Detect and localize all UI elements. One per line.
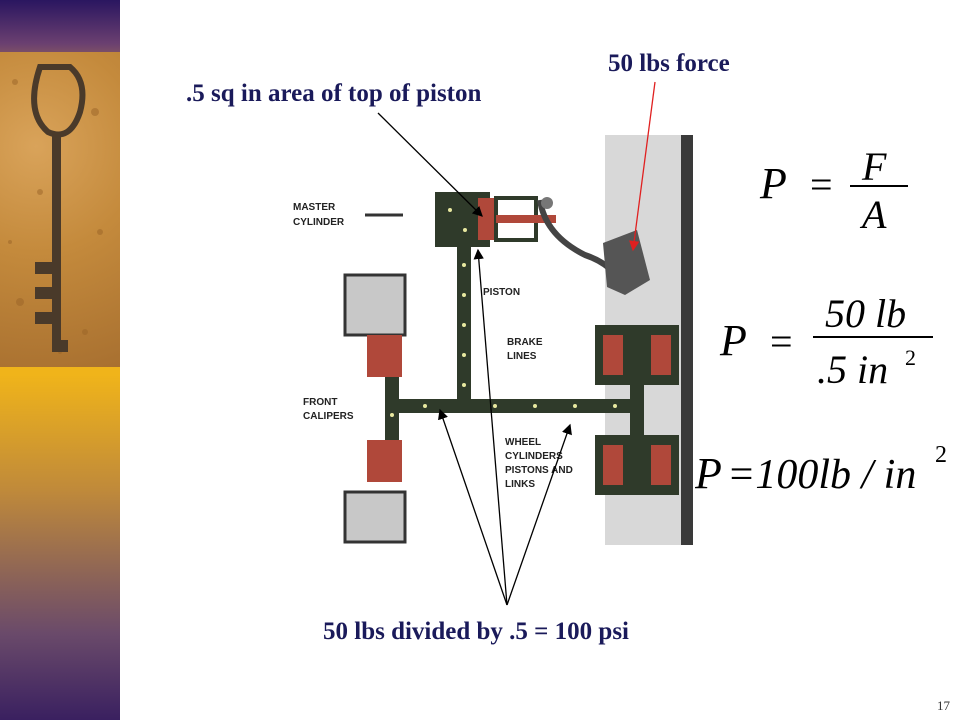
wheel-piston-bottom-left bbox=[603, 445, 623, 485]
caliper-piston-top bbox=[367, 335, 402, 377]
equation-pressure-definition: P = F A bbox=[759, 144, 908, 237]
eq2-numerator: 50 lb bbox=[825, 291, 906, 336]
fluid-dots bbox=[390, 208, 617, 417]
label-cylinder: CYLINDER bbox=[293, 217, 345, 228]
equation-pressure-result: P =100lb / in 2 bbox=[695, 442, 947, 498]
brake-line-horizontal bbox=[395, 399, 643, 413]
label-links: LINKS bbox=[505, 479, 535, 490]
caliper-piston-bottom bbox=[367, 440, 402, 482]
sidebar-decoration bbox=[0, 0, 120, 720]
push-rod bbox=[496, 215, 556, 223]
eq2-exponent: 2 bbox=[905, 345, 916, 370]
wheel-piston-top-left bbox=[603, 335, 623, 375]
label-piston: PISTON bbox=[483, 287, 520, 298]
label-calipers: CALIPERS bbox=[303, 411, 354, 422]
result-arrow-master bbox=[473, 248, 508, 606]
label-brake: BRAKE bbox=[507, 337, 543, 348]
eq2-op: = bbox=[770, 319, 793, 364]
slide-number: 17 bbox=[937, 698, 950, 713]
label-pistons-and: PISTONS AND bbox=[505, 465, 573, 476]
eq1-op: = bbox=[810, 162, 833, 207]
equation-pressure-values: P = 50 lb .5 in 2 bbox=[719, 291, 933, 392]
eq1-numerator: F bbox=[861, 144, 887, 189]
force-arrow bbox=[629, 81, 656, 252]
key-illustration bbox=[8, 64, 103, 354]
eq1-lhs: P bbox=[759, 159, 787, 208]
eq3-lhs: P bbox=[695, 449, 722, 498]
result-arrow-front bbox=[438, 408, 508, 606]
eq2-lhs: P bbox=[719, 316, 747, 365]
eq2-denominator: .5 in bbox=[817, 347, 888, 392]
wheel-piston-bottom-right bbox=[651, 445, 671, 485]
brake-line-front bbox=[385, 367, 399, 447]
front-caliper-bottom bbox=[343, 490, 407, 544]
label-cylinders: CYLINDERS bbox=[505, 451, 563, 462]
label-lines: LINES bbox=[507, 351, 537, 362]
pedal-pivot bbox=[541, 197, 553, 209]
force-callout: 50 lbs force bbox=[608, 50, 730, 77]
label-master: MASTER bbox=[293, 202, 336, 213]
piston-area-callout: .5 sq in area of top of piston bbox=[186, 80, 482, 107]
eq3-exponent: 2 bbox=[935, 442, 947, 468]
page-edge bbox=[681, 135, 693, 545]
result-arrow-wheel bbox=[506, 423, 572, 606]
eq1-denominator: A bbox=[859, 192, 887, 237]
wheel-piston-top-right bbox=[651, 335, 671, 375]
eq3-rhs: =100lb / in bbox=[727, 452, 916, 498]
brake-diagram-svg: MASTER CYLINDER PISTON BRAKE LINES FRONT… bbox=[293, 135, 693, 545]
label-wheel: WHEEL bbox=[505, 437, 541, 448]
brake-line-vertical bbox=[457, 247, 471, 409]
area-arrow bbox=[377, 112, 483, 217]
label-front: FRONT bbox=[303, 397, 337, 408]
key-image bbox=[0, 52, 120, 367]
brake-system-diagram: MASTER CYLINDER PISTON BRAKE LINES FRONT… bbox=[285, 135, 693, 545]
result-callout: 50 lbs divided by .5 = 100 psi bbox=[323, 618, 630, 645]
